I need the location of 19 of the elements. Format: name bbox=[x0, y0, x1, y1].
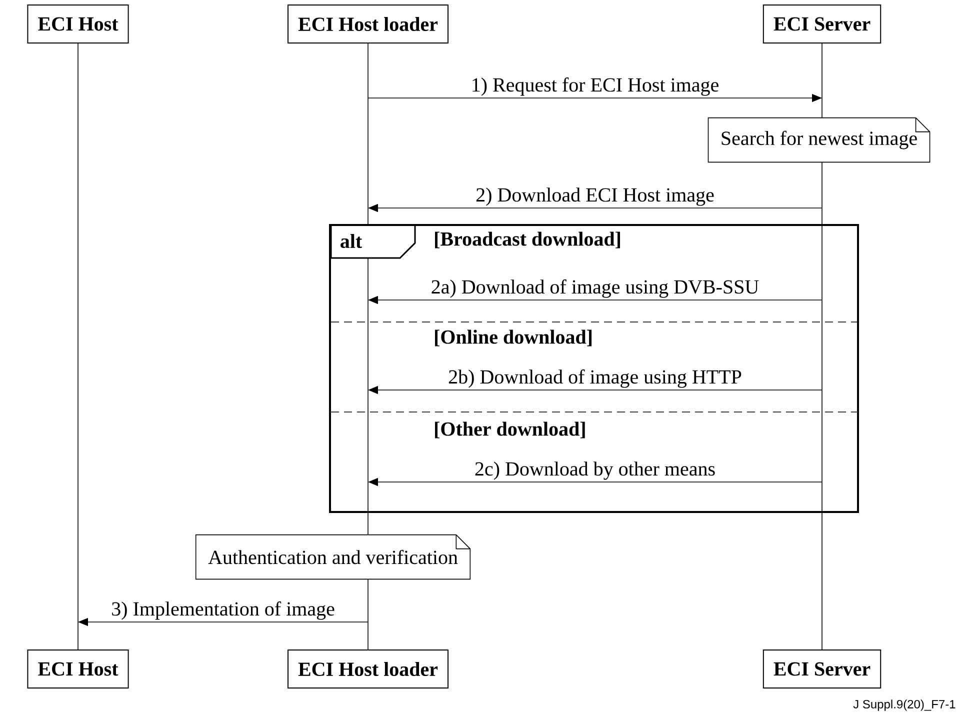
message-label: 1) Request for ECI Host image bbox=[472, 77, 718, 96]
note: Search for newest image bbox=[708, 117, 930, 163]
participant-box: ECI Host bbox=[27, 650, 129, 688]
message-label: 2a) Download of image using DVB-SSU bbox=[432, 279, 759, 298]
participant-box: ECI Server bbox=[762, 4, 882, 44]
fragment-tab: alt bbox=[330, 225, 416, 259]
participant-box: ECI Server bbox=[762, 650, 882, 688]
note: Authentication and verification bbox=[195, 534, 471, 580]
message-label: 3) Implementation of image bbox=[112, 601, 334, 620]
figure-id: J Suppl.9(20)_F7-1 bbox=[853, 700, 956, 711]
guard-label: [Other download] bbox=[435, 422, 585, 438]
guard-label: [Online download] bbox=[435, 330, 592, 346]
participant-box: ECI Host bbox=[27, 4, 129, 44]
message-label: 2b) Download of image using HTTP bbox=[448, 369, 742, 388]
participant-box: ECI Host loader bbox=[288, 4, 448, 44]
message-label: 2) Download ECI Host image bbox=[476, 188, 714, 206]
guard-label: [Broadcast download] bbox=[435, 232, 620, 248]
participant-box: ECI Host loader bbox=[288, 650, 448, 688]
message-label: 2c) Download by other means bbox=[475, 462, 715, 480]
